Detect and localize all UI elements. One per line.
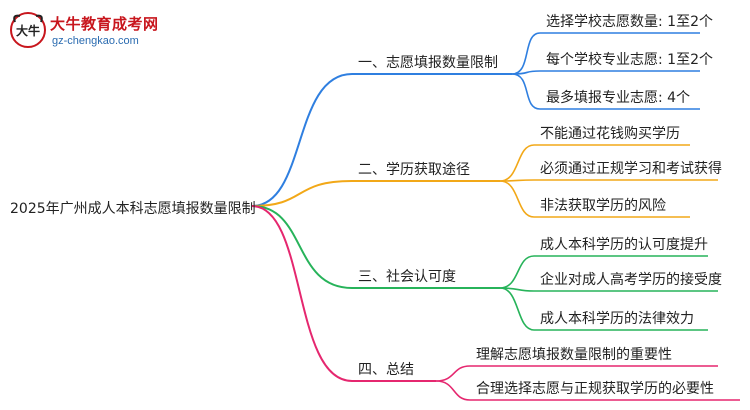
- edge-branch-4-child-2: [435, 380, 471, 401]
- edge-branch-3-child-1: [499, 255, 535, 289]
- edge-branch-1-child-1: [511, 32, 541, 75]
- branch-3-child-3: 成人本科学历的法律效力: [540, 311, 694, 327]
- mindmap-edges: [251, 32, 740, 401]
- branch-4-label: 四、总结: [358, 362, 414, 378]
- logo-mark-text: 大牛: [16, 23, 40, 38]
- bull-logo-icon: 大牛: [10, 12, 46, 48]
- branch-4-child-2: 合理选择志愿与正规获取学历的必要性: [476, 381, 714, 397]
- branch-2-label: 二、学历获取途径: [358, 161, 470, 178]
- branch-1-child-1: 选择学校志愿数量: 1至2个: [546, 13, 713, 30]
- edge-root-branch-1: [251, 73, 353, 207]
- branch-1-child-3: 最多填报专业志愿: 4个: [546, 89, 690, 106]
- branch-3-child-1: 成人本科学历的认可度提升: [540, 237, 708, 253]
- root-node: 2025年广州成人本科志愿填报数量限制: [10, 201, 256, 217]
- logo-url: gz-chengkao.com: [52, 35, 139, 47]
- branch-1-label: 一、志愿填报数量限制: [358, 55, 498, 71]
- logo: 大牛 大牛教育成考网 gz-chengkao.com: [8, 8, 168, 54]
- edge-root-branch-4: [251, 205, 353, 382]
- edge-branch-1-child-3: [511, 73, 541, 110]
- edge-branch-2-child-1: [499, 144, 535, 182]
- edge-branch-3-child-3: [499, 287, 535, 331]
- mindmap-nodes: 2025年广州成人本科志愿填报数量限制 一、志愿填报数量限制 选择学校志愿数量: …: [10, 13, 722, 397]
- branch-3-child-2: 企业对成人高考学历的接受度: [540, 271, 722, 288]
- branch-3-label: 三、社会认可度: [358, 269, 456, 285]
- logo-title: 大牛教育成考网: [50, 15, 159, 33]
- edge-branch-2-child-3: [499, 180, 535, 218]
- branch-4-child-1: 理解志愿填报数量限制的重要性: [476, 347, 672, 363]
- branch-1-child-2: 每个学校专业志愿: 1至2个: [546, 51, 713, 68]
- edge-root-branch-2: [251, 180, 353, 207]
- branch-2-child-2: 必须通过正规学习和考试获得: [540, 160, 722, 177]
- edge-root-branch-3: [251, 205, 353, 289]
- branch-2-child-3: 非法获取学历的风险: [540, 198, 666, 214]
- branch-2-child-1: 不能通过花钱购买学历: [540, 126, 680, 142]
- edge-branch-4-child-1: [435, 365, 471, 382]
